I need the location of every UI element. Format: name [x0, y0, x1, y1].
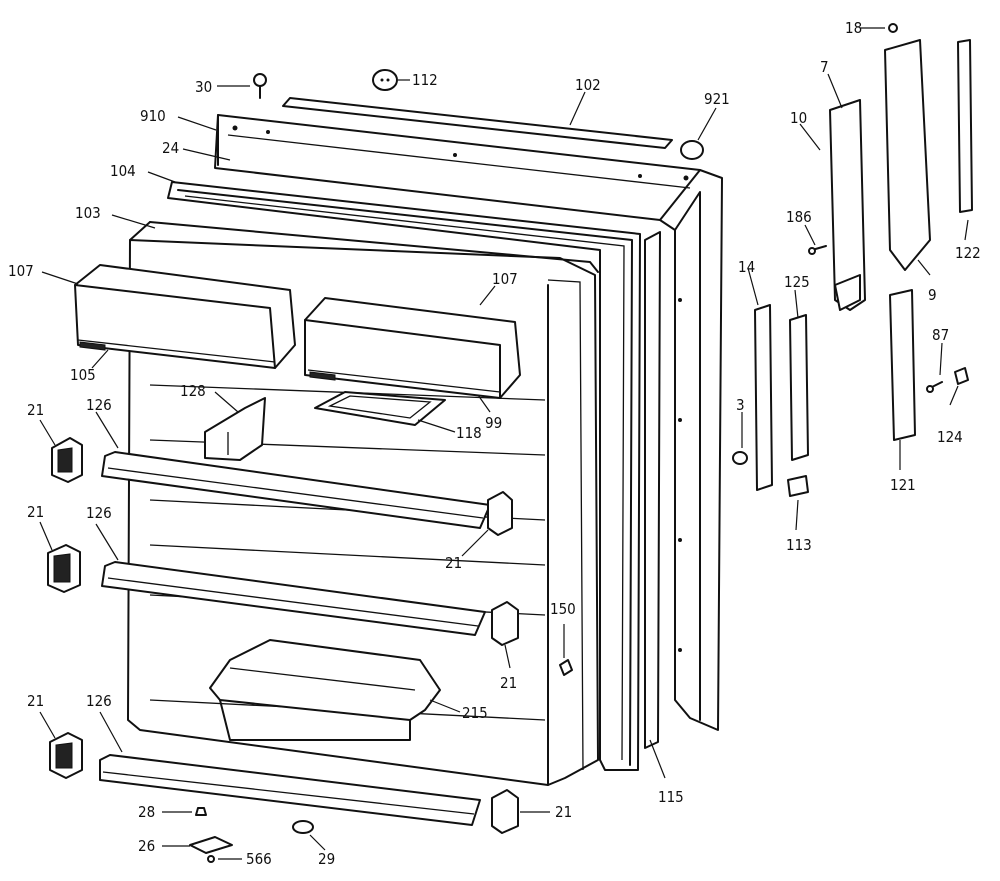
label-26: 26	[138, 837, 155, 855]
hinge-cover-strip	[754, 39, 973, 491]
door-bin	[209, 639, 441, 741]
screw-30	[253, 73, 267, 99]
label-21-a: 21	[27, 401, 44, 419]
bracket-113	[787, 475, 809, 497]
label-21-e: 21	[27, 692, 44, 710]
side-trim-strip	[644, 231, 661, 749]
label-113: 113	[786, 536, 812, 554]
label-7: 7	[820, 58, 829, 76]
label-124: 124	[937, 428, 963, 446]
label-121: 121	[890, 476, 916, 494]
label-125: 125	[784, 273, 810, 291]
screw-18	[888, 23, 898, 33]
label-24: 24	[162, 139, 179, 157]
pin-28	[195, 807, 207, 816]
top-trim-strip	[282, 97, 673, 149]
label-9: 9	[928, 286, 937, 304]
shelf-end-cap-right-2	[491, 601, 519, 646]
label-21-d: 21	[500, 674, 517, 692]
shelf-end-cap-right-3	[491, 789, 519, 834]
label-10: 10	[790, 109, 807, 127]
outer-door-panel	[214, 114, 723, 731]
label-910: 910	[140, 107, 166, 125]
screw-186	[808, 245, 827, 255]
door-shelf-bar-upper	[101, 451, 491, 529]
door-gasket	[167, 181, 641, 771]
screw-87	[926, 381, 943, 393]
label-18: 18	[845, 19, 862, 37]
shelf-end-cap-left-1	[51, 437, 83, 483]
screw-150	[559, 659, 573, 676]
label-186: 186	[786, 208, 812, 226]
label-14: 14	[738, 258, 755, 276]
block-124	[954, 367, 969, 385]
label-29: 29	[318, 850, 335, 868]
door-shelf-bar-middle	[101, 561, 486, 636]
label-104: 104	[110, 162, 136, 180]
label-921: 921	[704, 90, 730, 108]
label-21-f: 21	[555, 803, 572, 821]
label-87: 87	[932, 326, 949, 344]
shelf-end-cap-right-1	[487, 491, 513, 536]
label-126-upper: 126	[86, 396, 112, 414]
label-122: 122	[955, 244, 981, 262]
label-30: 30	[195, 78, 212, 96]
label-150: 150	[550, 600, 576, 618]
label-115: 115	[658, 788, 684, 806]
label-566: 566	[246, 850, 272, 868]
plate-26	[189, 836, 233, 854]
plug-112	[372, 69, 398, 91]
label-118: 118	[456, 424, 482, 442]
plug-921	[680, 140, 704, 160]
label-215: 215	[462, 704, 488, 722]
label-3: 3	[736, 396, 745, 414]
label-105: 105	[70, 366, 96, 384]
label-112: 112	[412, 71, 438, 89]
label-21-c: 21	[445, 554, 462, 572]
egg-tray	[314, 391, 446, 426]
label-107-right: 107	[492, 270, 518, 288]
dairy-compartment-door-right	[304, 297, 521, 399]
cap-29	[292, 820, 314, 834]
shelf-end-cap-left-2	[47, 544, 81, 593]
bushing-3	[732, 451, 748, 465]
label-28: 28	[138, 803, 155, 821]
label-107-left: 107	[8, 262, 34, 280]
label-99: 99	[485, 414, 502, 432]
label-103: 103	[75, 204, 101, 222]
label-126-lower: 126	[86, 692, 112, 710]
shelf-end-cap-left-3	[49, 732, 83, 779]
label-128: 128	[180, 382, 206, 400]
label-126-middle: 126	[86, 504, 112, 522]
dairy-compartment-door-left	[74, 264, 296, 369]
screw-566	[207, 855, 215, 863]
label-102: 102	[575, 76, 601, 94]
callout-labels: 18 7 30 112 102 921 910 10 24 104 186 10…	[8, 19, 981, 868]
door-shelf-bar-lower	[99, 754, 481, 826]
label-21-b: 21	[27, 503, 44, 521]
shelf-clip	[204, 397, 266, 461]
